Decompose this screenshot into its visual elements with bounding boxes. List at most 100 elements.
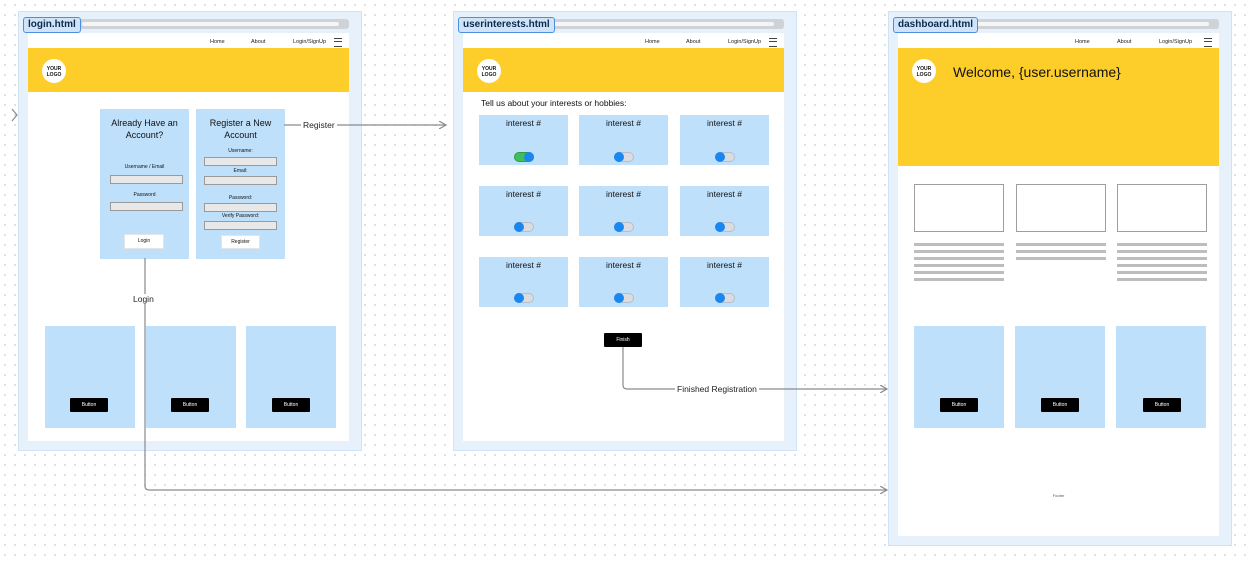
text-line xyxy=(1016,257,1106,260)
hamburger-menu-icon[interactable] xyxy=(334,38,342,47)
nav-login-signup[interactable]: Login/SignUp xyxy=(1159,39,1193,45)
reg-username-label: Username: xyxy=(228,148,253,154)
dash-card-button-3[interactable]: Button xyxy=(1143,398,1181,412)
interest-card-8: interest # xyxy=(579,257,668,307)
url-bar xyxy=(969,19,1219,29)
frame-label-login: login.html xyxy=(23,17,81,33)
text-line xyxy=(1117,257,1207,260)
register-button[interactable]: Register xyxy=(221,235,260,249)
interest-toggle-4[interactable] xyxy=(514,222,534,232)
text-line xyxy=(1016,250,1106,253)
toggle-knob-icon xyxy=(715,152,725,162)
interest-label: interest # xyxy=(707,118,742,128)
frame-label-dashboard: dashboard.html xyxy=(893,17,979,33)
interest-card-1: interest # xyxy=(479,115,568,165)
dashboard-card-1: Button xyxy=(914,326,1004,428)
dash-card-button-2[interactable]: Button xyxy=(1041,398,1079,412)
text-line xyxy=(914,243,1004,246)
incoming-arrow xyxy=(11,108,18,122)
frame-dashboard: dashboard.html Home About Login/SignUp Y… xyxy=(888,11,1232,546)
interest-toggle-6[interactable] xyxy=(715,222,735,232)
register-card: Register a New Account Username: Email: … xyxy=(196,109,285,259)
dashboard-card-3: Button xyxy=(1116,326,1206,428)
frame-label-userinterests: userinterests.html xyxy=(458,17,555,33)
card-button-2[interactable]: Button xyxy=(171,398,209,412)
register-connector-label: Register xyxy=(301,120,337,130)
text-line xyxy=(1016,243,1106,246)
text-line xyxy=(914,250,1004,253)
reg-username-input[interactable] xyxy=(204,157,277,166)
text-line xyxy=(1117,264,1207,267)
username-email-input[interactable] xyxy=(110,175,183,184)
interest-label: interest # xyxy=(506,118,541,128)
toggle-knob-icon xyxy=(715,222,725,232)
finish-button[interactable]: Finish xyxy=(604,333,642,347)
nav-about[interactable]: About xyxy=(686,39,701,45)
interest-label: interest # xyxy=(506,260,541,270)
toggle-knob-icon xyxy=(614,222,624,232)
interest-label: interest # xyxy=(707,260,742,270)
interest-toggle-2[interactable] xyxy=(614,152,634,162)
interest-toggle-8[interactable] xyxy=(614,293,634,303)
interest-card-9: interest # xyxy=(680,257,769,307)
card-button-3[interactable]: Button xyxy=(272,398,310,412)
nav-about[interactable]: About xyxy=(1117,39,1132,45)
nav-home[interactable]: Home xyxy=(1075,39,1090,45)
interest-card-3: interest # xyxy=(680,115,769,165)
interest-card-7: interest # xyxy=(479,257,568,307)
nav-login-signup[interactable]: Login/SignUp xyxy=(728,39,762,45)
password-label: Password xyxy=(133,192,156,198)
text-line xyxy=(914,257,1004,260)
login-bottom-card-1: Button xyxy=(45,326,135,428)
hamburger-menu-icon[interactable] xyxy=(1204,38,1212,47)
interests-prompt: Tell us about your interests or hobbies: xyxy=(481,98,627,108)
nav-about[interactable]: About xyxy=(251,39,266,45)
toggle-knob-icon xyxy=(514,293,524,303)
login-card: Already Have an Account? Username / Emai… xyxy=(100,109,189,259)
text-line xyxy=(1117,243,1207,246)
text-line xyxy=(914,264,1004,267)
interest-label: interest # xyxy=(606,260,641,270)
interest-toggle-1[interactable] xyxy=(514,152,534,162)
interest-toggle-7[interactable] xyxy=(514,293,534,303)
reg-email-input[interactable] xyxy=(204,176,277,185)
reg-verify-label: Verify Password: xyxy=(221,213,260,219)
card-button-1[interactable]: Button xyxy=(70,398,108,412)
toggle-knob-icon xyxy=(715,293,725,303)
login-bottom-card-2: Button xyxy=(146,326,236,428)
text-line xyxy=(914,278,1004,281)
register-card-title: Register a New Account xyxy=(209,118,272,140)
dashboard-card-2: Button xyxy=(1015,326,1105,428)
interest-toggle-9[interactable] xyxy=(715,293,735,303)
nav-login-signup[interactable]: Login/SignUp xyxy=(293,39,327,45)
finished-connector-label: Finished Registration xyxy=(675,384,759,394)
footer-text: Footer xyxy=(1052,493,1065,498)
interest-toggle-3[interactable] xyxy=(715,152,735,162)
image-placeholder-3 xyxy=(1117,184,1207,232)
image-placeholder-1 xyxy=(914,184,1004,232)
login-card-title: Already Have an Account? xyxy=(111,118,178,140)
reg-verify-input[interactable] xyxy=(204,221,277,230)
interest-label: interest # xyxy=(707,189,742,199)
reg-email-label: Email: xyxy=(233,168,248,174)
nav-home[interactable]: Home xyxy=(210,39,225,45)
interest-toggle-5[interactable] xyxy=(614,222,634,232)
image-placeholder-2 xyxy=(1016,184,1106,232)
toggle-knob-icon xyxy=(524,152,534,162)
interest-label: interest # xyxy=(606,189,641,199)
password-input[interactable] xyxy=(110,202,183,211)
reg-password-input[interactable] xyxy=(204,203,277,212)
login-button[interactable]: Login xyxy=(124,234,164,249)
login-connector-label: Login xyxy=(131,294,156,304)
dash-card-button-1[interactable]: Button xyxy=(940,398,978,412)
nav-home[interactable]: Home xyxy=(645,39,660,45)
login-bottom-card-3: Button xyxy=(246,326,336,428)
hamburger-menu-icon[interactable] xyxy=(769,38,777,47)
